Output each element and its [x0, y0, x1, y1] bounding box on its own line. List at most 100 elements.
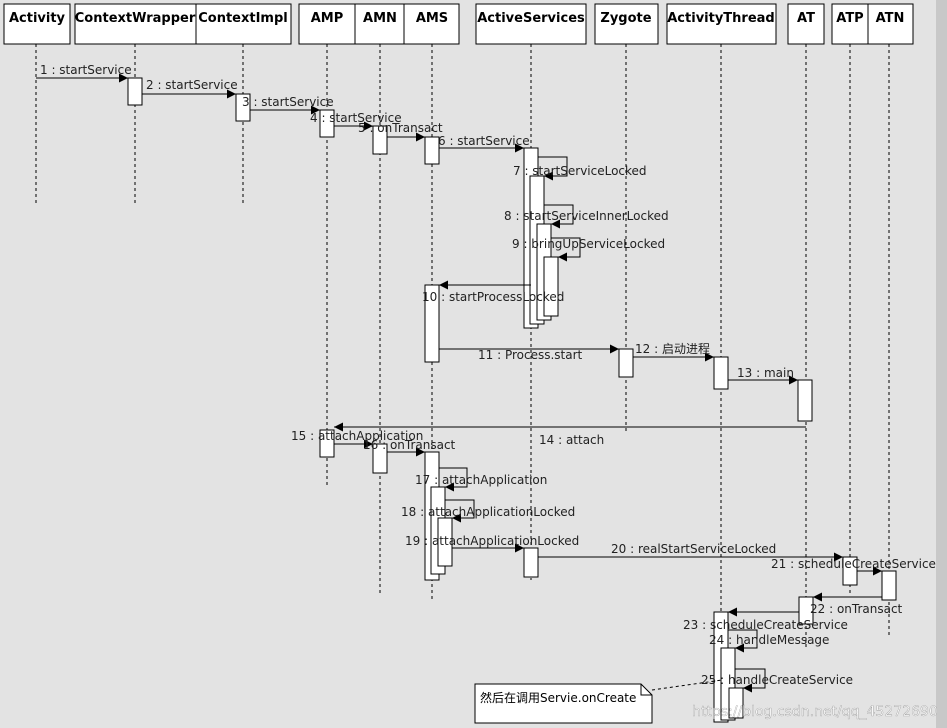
- participant-atp[interactable]: ATP: [831, 3, 869, 45]
- message-6[interactable]: 6 : startService: [438, 134, 530, 153]
- message-7[interactable]: 7 : startServiceLocked: [513, 156, 647, 181]
- participant-amn[interactable]: AMN: [354, 3, 405, 45]
- message-label: 23 : scheduleCreateService: [683, 618, 848, 632]
- message-label: 1 : startService: [40, 63, 132, 77]
- participant-contextwrapper[interactable]: ContextWrapper: [74, 3, 197, 45]
- message-label: 12 : 启动进程: [635, 341, 710, 356]
- message-21[interactable]: 21 : scheduleCreateService: [771, 557, 936, 576]
- message-label: 11 : Process.start: [478, 348, 583, 362]
- message-2[interactable]: 2 : startService: [142, 78, 238, 99]
- message-label: 14 : attach: [539, 433, 604, 447]
- message-18[interactable]: 18 : attachApplicationLocked: [401, 499, 575, 523]
- participant-activitythread[interactable]: ActivityThread: [666, 3, 777, 45]
- participant-zygote[interactable]: Zygote: [594, 3, 659, 45]
- message-20[interactable]: 20 : realStartServiceLocked: [538, 542, 843, 562]
- message-label: 9 : bringUpServiceLocked: [512, 237, 665, 251]
- message-label: 22 : onTransact: [810, 602, 903, 616]
- participant-label: AMS: [416, 11, 448, 26]
- message-label: 4 : startService: [310, 111, 402, 125]
- message-3[interactable]: 3 : startService: [242, 95, 334, 115]
- message-13[interactable]: 13 : main: [728, 366, 798, 385]
- message-24[interactable]: 24 : handleMessage: [709, 629, 829, 653]
- participant-label: ContextWrapper: [75, 11, 196, 26]
- message-5[interactable]: 5 : onTransact: [358, 121, 443, 142]
- activation-bar: [372, 443, 388, 474]
- message-14[interactable]: 14 : attach: [334, 422, 806, 447]
- activation-bar: [127, 77, 143, 106]
- participant-label: ATP: [836, 11, 863, 26]
- watermark: https://blog.csdn.net/qq_45272690: [692, 704, 938, 720]
- participant-label: ATN: [876, 11, 905, 26]
- message-15[interactable]: 15 : attachApplication: [291, 429, 423, 449]
- message-label: 25 : handleCreateService: [701, 673, 853, 687]
- participant-label: AMN: [363, 11, 397, 26]
- message-label: 6 : startService: [438, 134, 530, 148]
- message-label: 8 : startServiceInnerLocked: [504, 209, 669, 223]
- message-16[interactable]: 16 : onTransact: [363, 438, 456, 457]
- message-10[interactable]: 10 : startProcessLocked: [422, 280, 564, 304]
- message-label: 5 : onTransact: [358, 121, 443, 135]
- message-9[interactable]: 9 : bringUpServiceLocked: [512, 237, 665, 262]
- note-box: [474, 683, 653, 724]
- message-label: 19 : attachApplicationLocked: [405, 534, 579, 548]
- message-19[interactable]: 19 : attachApplicationLocked: [405, 534, 579, 553]
- note-text: 然后在调用Servie.onCreate: [480, 690, 636, 705]
- message-label: 2 : startService: [146, 78, 238, 92]
- activation-bar: [618, 348, 634, 378]
- activation-bar: [881, 570, 897, 601]
- participant-activeservices[interactable]: ActiveServices: [475, 3, 587, 45]
- message-label: 20 : realStartServiceLocked: [611, 542, 776, 556]
- activation-bar: [437, 517, 453, 567]
- participant-contextimpl[interactable]: ContextImpl: [195, 3, 292, 45]
- participant-label: AMP: [311, 11, 344, 26]
- message-11[interactable]: 11 : Process.start: [439, 344, 619, 362]
- scrollbar-track[interactable]: [936, 0, 947, 728]
- activation-bar: [372, 125, 388, 155]
- message-label: 13 : main: [737, 366, 794, 380]
- message-label: 17 : attachApplication: [415, 473, 547, 487]
- message-label: 21 : scheduleCreateService: [771, 557, 936, 571]
- participant-label: Zygote: [600, 11, 651, 26]
- activation-bar: [235, 93, 251, 122]
- message-label: 15 : attachApplication: [291, 429, 423, 443]
- message-23[interactable]: 23 : scheduleCreateService: [683, 607, 848, 632]
- activation-bars: [127, 77, 897, 723]
- activation-bar: [713, 356, 729, 390]
- participant-ams[interactable]: AMS: [403, 3, 460, 45]
- activation-bar: [319, 109, 335, 138]
- participant-label: ActiveServices: [477, 11, 585, 26]
- activation-bar: [523, 547, 539, 578]
- message-4[interactable]: 4 : startService: [310, 111, 402, 131]
- participant-at[interactable]: AT: [787, 3, 825, 45]
- message-label: 16 : onTransact: [363, 438, 456, 452]
- message-label: 3 : startService: [242, 95, 334, 109]
- participant-amp[interactable]: AMP: [298, 3, 356, 45]
- activation-bar: [798, 596, 814, 625]
- message-25[interactable]: 25 : handleCreateService: [701, 668, 853, 693]
- participant-label: AT: [797, 11, 815, 26]
- message-label: 24 : handleMessage: [709, 633, 829, 647]
- participant-label: ContextImpl: [198, 11, 288, 26]
- participant-atn[interactable]: ATN: [867, 3, 914, 45]
- message-12[interactable]: 12 : 启动进程: [633, 341, 714, 362]
- message-label: 18 : attachApplicationLocked: [401, 505, 575, 519]
- activation-bar: [543, 256, 559, 317]
- message-1[interactable]: 1 : startService: [36, 63, 132, 83]
- message-8[interactable]: 8 : startServiceInnerLocked: [504, 204, 669, 229]
- participant-label: ActivityThread: [667, 11, 775, 26]
- message-17[interactable]: 17 : attachApplication: [415, 467, 547, 492]
- message-22[interactable]: 22 : onTransact: [810, 592, 903, 616]
- message-label: 7 : startServiceLocked: [513, 164, 647, 178]
- note-fold: [640, 684, 652, 696]
- message-label: 10 : startProcessLocked: [422, 290, 564, 304]
- participant-headers: Activity ContextWrapper ContextImpl AMP …: [3, 3, 914, 45]
- participant-label: Activity: [9, 11, 66, 26]
- activation-bar: [424, 284, 440, 363]
- activation-bar: [424, 136, 440, 165]
- activation-bar: [728, 687, 744, 719]
- messages: 1 : startService 2 : startService 3 : st…: [36, 63, 936, 693]
- activation-bar: [797, 379, 813, 422]
- note[interactable]: 然后在调用Servie.onCreate: [474, 679, 723, 724]
- participant-activity[interactable]: Activity: [3, 3, 71, 45]
